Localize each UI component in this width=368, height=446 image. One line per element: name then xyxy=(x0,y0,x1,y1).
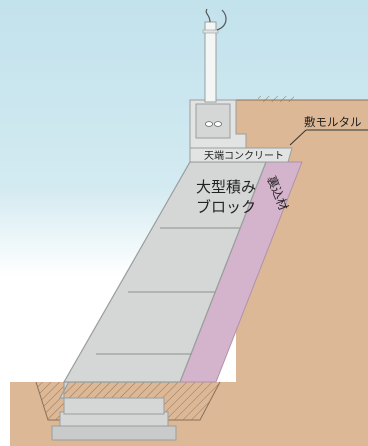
foundation-base xyxy=(51,425,177,441)
drain-hole-icon xyxy=(213,121,222,127)
bedding-mortar-label: 敷モルタル xyxy=(304,115,362,129)
fence-hook-icon xyxy=(205,8,211,23)
coping-concrete xyxy=(189,147,293,163)
fence-pole xyxy=(204,21,217,103)
ground-surface-hatch xyxy=(258,96,294,102)
bedding-mortar-leader xyxy=(289,129,307,146)
drain-hole-icon xyxy=(204,121,213,127)
block-label: 大型積み ブロック xyxy=(196,178,261,216)
coping-label: 天端コンクリート xyxy=(204,149,284,162)
parapet-cap xyxy=(195,103,231,139)
